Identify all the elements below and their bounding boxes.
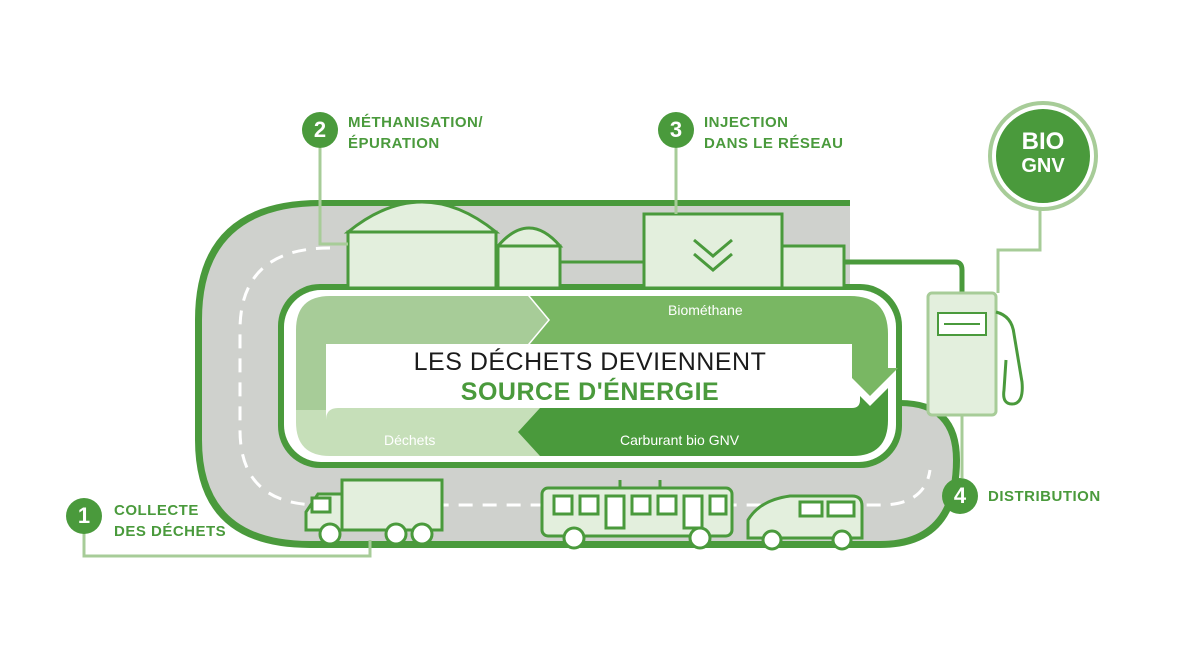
center-title-line1: LES DÉCHETS DEVIENNENT bbox=[330, 348, 850, 377]
step-4-number: 4 bbox=[942, 478, 978, 514]
step-2-label: MÉTHANISATION/ ÉPURATION bbox=[348, 112, 483, 154]
step-2-line1: MÉTHANISATION/ bbox=[348, 112, 483, 133]
badge-line2: GNV bbox=[996, 155, 1090, 177]
step-3-label: INJECTION DANS LE RÉSEAU bbox=[704, 112, 844, 154]
badge-line1: BIO bbox=[996, 129, 1090, 155]
center-title-line2: SOURCE D'ÉNERGIE bbox=[330, 378, 850, 407]
step-1-label: COLLECTE DES DÉCHETS bbox=[114, 500, 226, 542]
flow-label-biomethane: Biométhane bbox=[668, 302, 743, 318]
step-2-line2: ÉPURATION bbox=[348, 133, 483, 154]
step-1-number: 1 bbox=[66, 498, 102, 534]
step-3-line2: DANS LE RÉSEAU bbox=[704, 133, 844, 154]
step-1-line1: COLLECTE bbox=[114, 500, 226, 521]
step-3-number: 3 bbox=[658, 112, 694, 148]
bio-gnv-badge: BIO GNV bbox=[992, 105, 1094, 207]
step-4-label: DISTRIBUTION bbox=[988, 486, 1101, 507]
flow-label-carburant: Carburant bio GNV bbox=[620, 432, 739, 448]
step-3-line1: INJECTION bbox=[704, 112, 844, 133]
step-1-line2: DES DÉCHETS bbox=[114, 521, 226, 542]
flow-label-dechets: Déchets bbox=[384, 432, 435, 448]
step-2-number: 2 bbox=[302, 112, 338, 148]
